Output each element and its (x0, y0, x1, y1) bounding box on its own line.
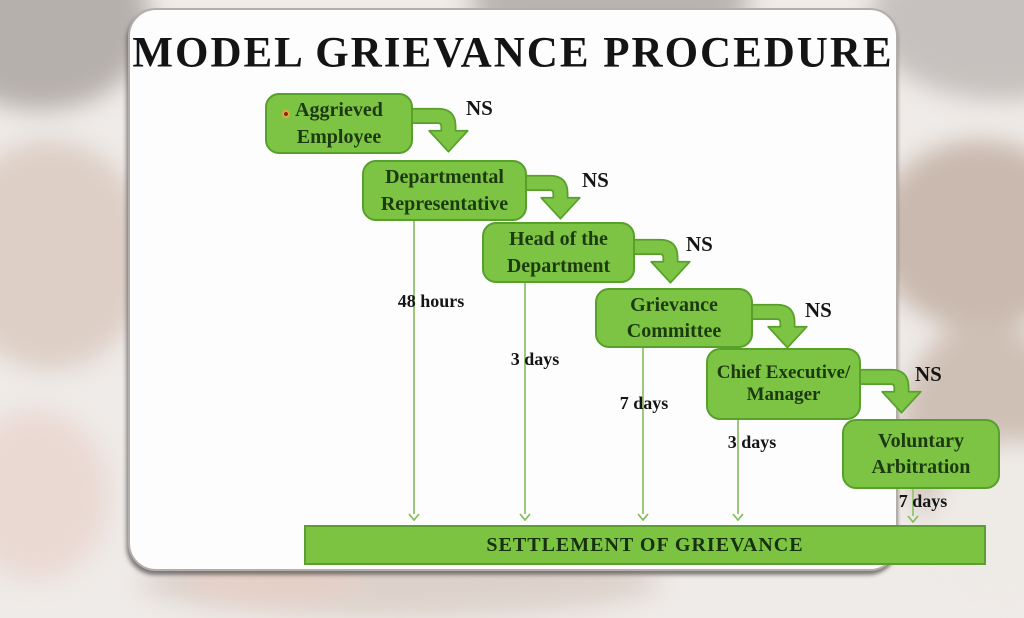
chevron-down-icon (519, 513, 531, 521)
duration-line (637, 348, 649, 521)
duration-line (907, 489, 919, 523)
step-box-head-of-department: Head of the Department (482, 222, 635, 283)
duration-label: 3 days (727, 432, 777, 452)
duration-line (732, 420, 744, 521)
step-box-voluntary-arbitration: Voluntary Arbitration (842, 419, 1000, 489)
ns-arrow-icon (858, 368, 922, 414)
step-box-aggrieved-employee: Aggrieved Employee (265, 93, 413, 154)
ns-label: NS (686, 232, 713, 256)
step-box-grievance-committee: Grievance Committee (595, 288, 753, 348)
duration-label: 3 days (510, 349, 560, 369)
chevron-down-icon (732, 513, 744, 521)
step-label: Head of the Department (506, 228, 611, 277)
slide-title: MODEL GRIEVANCE PROCEDURE (132, 28, 894, 77)
slide-card: MODEL GRIEVANCE PROCEDURE NS NS NS NS NS… (128, 8, 1000, 571)
duration-line (408, 221, 420, 521)
ns-label: NS (805, 298, 832, 322)
settlement-label: SETTLEMENT OF GRIEVANCE (486, 533, 804, 556)
step-label: Departmental Representative (380, 166, 509, 215)
step-label: Aggrieved Employee (295, 99, 383, 148)
step-box-chief-executive-manager: Chief Executive/ Manager (706, 348, 861, 420)
duration-line (519, 283, 531, 521)
ns-arrow-icon (627, 238, 691, 284)
background-blob (0, 410, 110, 580)
settlement-bar: SETTLEMENT OF GRIEVANCE (304, 525, 986, 565)
step-label: Grievance Committee (626, 293, 722, 342)
chevron-down-icon (408, 513, 420, 521)
chevron-down-icon (637, 513, 649, 521)
step-label: Voluntary Arbitration (871, 429, 971, 478)
step-box-departmental-representative: Departmental Representative (362, 160, 527, 221)
duration-label: 7 days (619, 393, 669, 413)
duration-label: 7 days (898, 491, 948, 511)
duration-label: 48 hours (397, 291, 465, 311)
ns-arrow-icon (517, 174, 581, 220)
bullet-icon (282, 110, 290, 118)
ns-label: NS (466, 96, 493, 120)
ns-arrow-icon (744, 303, 808, 349)
ns-label: NS (582, 168, 609, 192)
ns-label: NS (915, 362, 942, 386)
chevron-down-icon (907, 515, 919, 523)
ns-arrow-icon (405, 107, 469, 153)
step-label: Chief Executive/ Manager (716, 361, 851, 405)
